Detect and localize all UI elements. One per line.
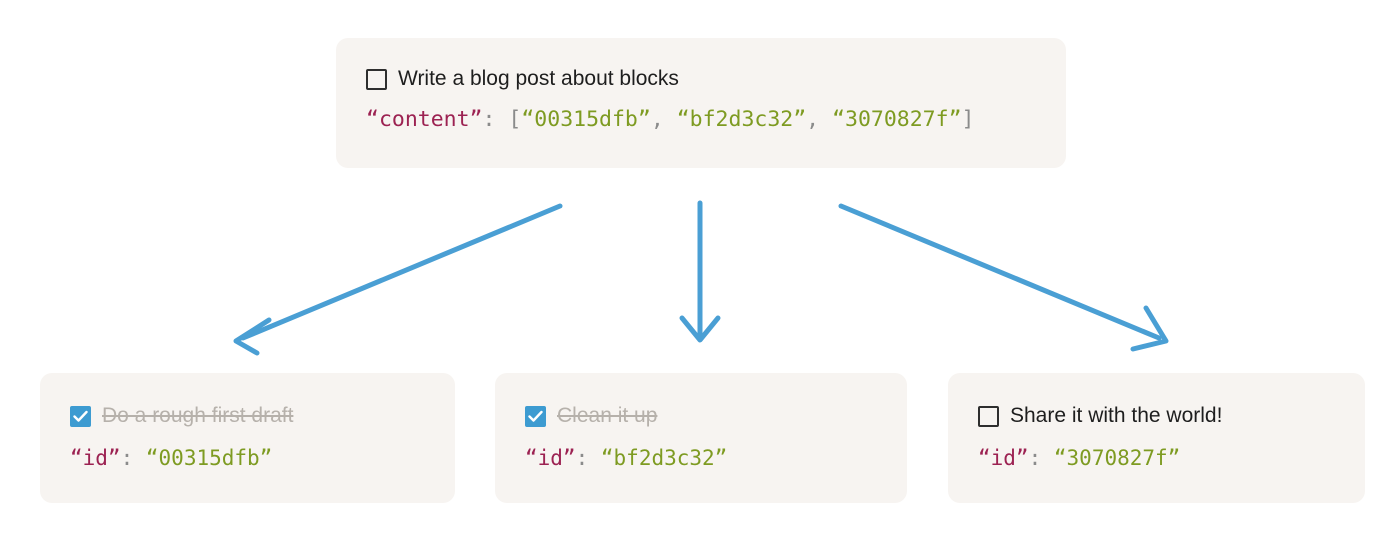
child-json-line: “id”: “00315dfb” [70, 443, 425, 473]
child-json-line: “id”: “3070827f” [978, 443, 1335, 473]
child-todo-row[interactable]: Do a rough first draft [70, 403, 425, 429]
json-colon: : [575, 446, 589, 470]
json-array-value-1: “bf2d3c32” [676, 107, 807, 132]
parent-todo-row[interactable]: Write a blog post about blocks [366, 66, 1036, 92]
parent-block-card[interactable]: Write a blog post about blocks “content”… [336, 38, 1066, 168]
child-todo-row[interactable]: Clean it up [525, 403, 877, 429]
json-separator-1: , [806, 107, 820, 132]
json-open-bracket: [ [508, 107, 522, 132]
arrow-to-second-child [679, 200, 721, 343]
checkbox-checked-icon[interactable] [70, 405, 91, 427]
json-value: “00315dfb” [145, 446, 273, 470]
json-array-value-2: “3070827f” [832, 107, 962, 132]
json-separator-0: , [650, 107, 664, 132]
json-key: “id” [525, 446, 576, 470]
json-colon: : [1028, 446, 1042, 470]
json-value: “3070827f” [1053, 446, 1181, 470]
arrow-to-third-child [838, 203, 1169, 352]
checkbox-checked-icon[interactable] [525, 405, 546, 427]
child-block-card-2[interactable]: Clean it up “id”: “bf2d3c32” [495, 373, 907, 503]
checkbox-empty-icon[interactable] [366, 68, 387, 90]
json-key: “id” [70, 446, 121, 470]
child-todo-label: Do a rough first draft [102, 404, 294, 427]
json-colon: : [482, 107, 496, 132]
json-key: “content” [366, 107, 483, 132]
json-key: “id” [978, 446, 1029, 470]
parent-todo-label: Write a blog post about blocks [398, 67, 679, 90]
child-todo-label: Share it with the world! [1010, 404, 1223, 427]
json-value: “bf2d3c32” [600, 446, 728, 470]
child-json-line: “id”: “bf2d3c32” [525, 443, 877, 473]
arrow-to-first-child [233, 203, 563, 356]
parent-json-line: “content”: [“00315dfb”, “bf2d3c32”, “307… [366, 105, 1036, 135]
child-block-card-1[interactable]: Do a rough first draft “id”: “00315dfb” [40, 373, 455, 503]
json-colon: : [120, 446, 134, 470]
child-todo-row[interactable]: Share it with the world! [978, 403, 1335, 429]
child-block-card-3[interactable]: Share it with the world! “id”: “3070827f… [948, 373, 1365, 503]
json-close-bracket: ] [961, 107, 975, 132]
child-todo-label: Clean it up [557, 404, 658, 427]
checkbox-empty-icon[interactable] [978, 405, 999, 427]
json-array-value-0: “00315dfb” [521, 107, 651, 132]
